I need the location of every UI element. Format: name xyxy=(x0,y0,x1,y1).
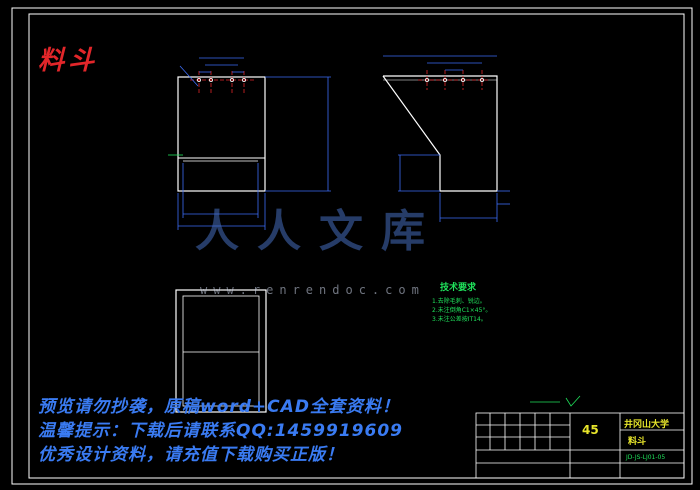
tech-requirement-item: 3.未注公差按IT14。 xyxy=(432,316,487,323)
title-block xyxy=(475,412,685,479)
top-view xyxy=(175,289,267,413)
watermark-text: 人人文库 xyxy=(195,206,443,257)
notice-line-2: 温馨提示：下载后请联系QQ:1459919609 xyxy=(38,421,403,441)
front-view-outline xyxy=(177,76,266,192)
side-view-outline xyxy=(382,75,498,192)
tech-requirement-item: 1.去除毛刺、锐边。 xyxy=(432,298,486,305)
notice-line-1: 预览请勿抄袭，原稿word+CAD全套资料！ xyxy=(38,397,400,417)
tech-requirements-title: 技术要求 xyxy=(440,283,477,293)
title-block-material: 45 xyxy=(582,423,599,437)
tech-requirement-item: 2.未注倒角C1×45°。 xyxy=(432,307,492,314)
surface-roughness-symbol xyxy=(530,395,581,407)
front-view-hole-centerlines xyxy=(190,71,255,95)
side-view xyxy=(382,55,510,222)
top-view-inner xyxy=(182,295,260,407)
watermark-url: www.renrendoc.com xyxy=(200,283,425,297)
title-block-part: 料斗 xyxy=(628,437,647,447)
side-view-holes xyxy=(424,78,484,83)
front-view-holes xyxy=(196,78,246,83)
part-name-stamp: 料斗 xyxy=(38,46,99,76)
side-view-hole-centerlines xyxy=(418,70,490,90)
title-block-drawing-no: JD-JS-LJ01-05 xyxy=(626,454,666,461)
sheet-inner-border xyxy=(28,13,685,479)
title-block-school: 井冈山大学 xyxy=(624,420,670,430)
front-view xyxy=(168,57,331,230)
side-view-dimensions xyxy=(383,55,510,222)
front-view-dimensions xyxy=(177,57,331,230)
sheet-outer-border xyxy=(11,7,693,485)
notice-line-3: 优秀设计资料，请充值下载购买正版！ xyxy=(38,445,344,465)
top-view-outer xyxy=(175,289,267,413)
